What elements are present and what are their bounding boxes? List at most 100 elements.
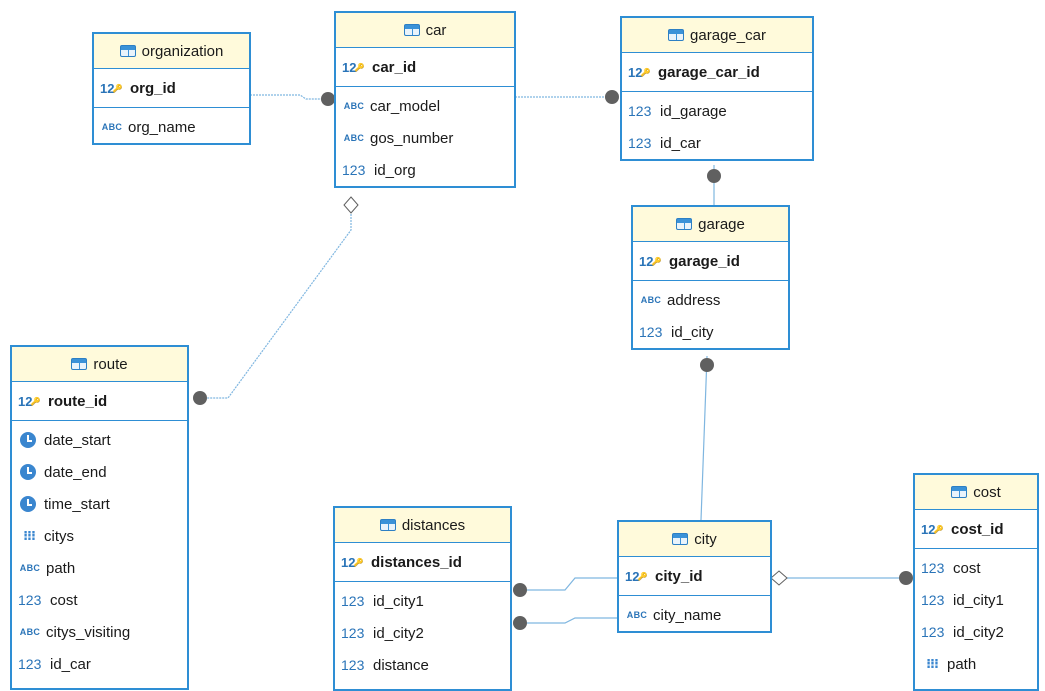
number-type-icon: 123 (921, 592, 945, 608)
link-end-dot (513, 583, 527, 597)
column-name: path (46, 559, 76, 577)
primary-key-icon: 12🔑 (639, 253, 662, 269)
primary-key-name: org_id (130, 79, 176, 97)
primary-key-icon: 12🔑 (341, 554, 364, 570)
primary-key-row[interactable]: 12🔑 cost_id (915, 510, 1037, 549)
entity-organization[interactable]: organization 12🔑org_id ABC org_name (92, 32, 251, 145)
number-type-icon: 123 (18, 592, 42, 608)
entity-header: garage (633, 207, 788, 242)
column-name: org_name (128, 118, 196, 136)
primary-key-name: route_id (48, 392, 108, 410)
array-type-icon: ⁝⁝⁝ (926, 656, 939, 671)
clock-icon (20, 464, 36, 480)
primary-key-row[interactable]: 12🔑 city_id (619, 557, 770, 596)
primary-key-row[interactable]: 12🔑 garage_id (633, 242, 788, 281)
column-name: id_city1 (373, 592, 424, 610)
text-type-icon: ABC (19, 563, 41, 573)
column-name: id_car (50, 655, 91, 673)
primary-key-name: car_id (372, 58, 417, 76)
primary-key-name: distances_id (371, 553, 462, 571)
column-row[interactable]: ABC gos_number (336, 122, 514, 154)
number-type-icon: 123 (921, 560, 945, 576)
column-row[interactable]: 123 id_city1 (335, 585, 510, 617)
entity-title: organization (141, 42, 224, 60)
column-row[interactable]: time_start (12, 488, 187, 520)
primary-key-row[interactable]: 12🔑car_id (336, 48, 514, 87)
table-icon (676, 218, 693, 230)
entity-header: route (12, 347, 187, 382)
link-end-dot (899, 571, 913, 585)
column-name: id_city1 (953, 591, 1004, 609)
column-row[interactable]: date_start (12, 424, 187, 456)
primary-key-icon: 12🔑 (18, 393, 41, 409)
primary-key-row[interactable]: 12🔑org_id (94, 69, 249, 108)
table-icon (672, 533, 689, 545)
column-row[interactable]: ⁝⁝⁝path (915, 648, 1037, 680)
table-icon (668, 29, 685, 41)
entity-header: city (619, 522, 770, 557)
entity-title: city (694, 530, 717, 548)
column-name: citys (44, 527, 74, 545)
column-row[interactable]: ABC org_name (94, 111, 249, 143)
text-type-icon: ABC (343, 133, 365, 143)
link-diamond (770, 570, 788, 586)
primary-key-icon: 12🔑 (921, 521, 944, 537)
column-name: car_model (370, 97, 441, 115)
link-end-dot (605, 90, 619, 104)
table-icon (379, 519, 396, 531)
link-car-route (200, 205, 352, 399)
table-icon (119, 45, 136, 57)
primary-key-row[interactable]: 12🔑 distances_id (335, 543, 510, 582)
primary-key-name: garage_id (669, 252, 740, 270)
number-type-icon: 123 (628, 135, 652, 151)
text-type-icon: ABC (626, 610, 648, 620)
primary-key-name: cost_id (951, 520, 1004, 538)
primary-key-name: garage_car_id (658, 63, 760, 81)
column-name: gos_number (370, 129, 454, 147)
column-row[interactable]: ⁝⁝⁝citys (12, 520, 187, 552)
column-row[interactable]: date_end (12, 456, 187, 488)
column-name: date_start (44, 431, 111, 449)
primary-key-row[interactable]: 12🔑 route_id (12, 382, 187, 421)
column-row[interactable]: ABC path (12, 552, 187, 584)
column-name: date_end (44, 463, 107, 481)
column-row[interactable]: 123 id_city1 (915, 584, 1037, 616)
text-type-icon: ABC (101, 122, 123, 132)
column-name: cost (50, 591, 78, 609)
primary-key-icon: 12🔑 (628, 64, 651, 80)
column-name: time_start (44, 495, 110, 513)
link-end-dot (193, 391, 207, 405)
column-name: id_city2 (373, 624, 424, 642)
column-row[interactable]: 123 cost (12, 584, 187, 616)
column-name: id_city2 (953, 623, 1004, 641)
primary-key-row[interactable]: 12🔑 garage_car_id (622, 53, 812, 92)
primary-key-name: city_id (655, 567, 703, 585)
number-type-icon: 123 (341, 593, 365, 609)
primary-key-icon: 12🔑 (625, 568, 648, 584)
